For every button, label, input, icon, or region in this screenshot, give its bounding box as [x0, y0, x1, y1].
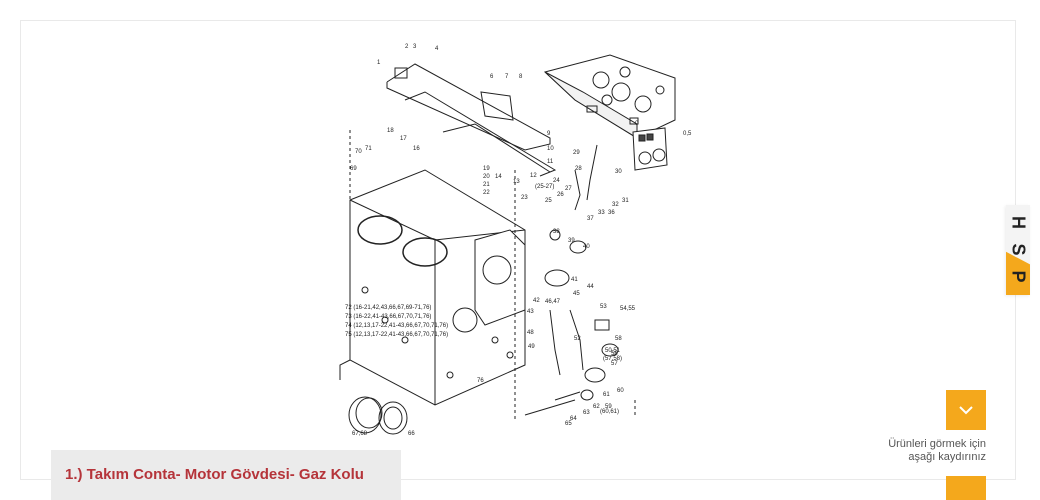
product-title[interactable]: 1.) Takım Conta- Motor Gövdesi- Gaz Kolu — [65, 466, 364, 483]
part-number: 54,55 — [620, 306, 636, 312]
part-number: 40 — [583, 244, 590, 250]
part-number: 32 — [612, 202, 619, 208]
bracket-label: (57,58) — [603, 356, 622, 362]
part-number: 18 — [387, 128, 394, 134]
part-number: 14 — [495, 174, 502, 180]
part-number: 44 — [587, 284, 594, 290]
hsp-side-tab[interactable]: H S P — [1006, 205, 1030, 295]
part-number: 71 — [365, 146, 372, 152]
side-tab-letters: H S P — [1006, 209, 1030, 290]
part-number: 64 — [570, 416, 577, 422]
part-number: 4 — [435, 46, 439, 52]
part-number: 29 — [573, 150, 580, 156]
part-number: 49 — [528, 344, 535, 350]
part-number: 46,47 — [545, 299, 561, 305]
part-number: 19 — [483, 166, 490, 172]
scroll-hint-line1: Ürünleri görmek için — [888, 438, 986, 450]
part-number: 53 — [600, 304, 607, 310]
part-number: 28 — [575, 166, 582, 172]
part-number: 42 — [533, 298, 540, 304]
part-number: 12 — [530, 173, 537, 179]
part-number: 38 — [553, 229, 560, 235]
part-number: 13 — [513, 179, 520, 185]
part-number: 41 — [571, 277, 578, 283]
part-number: 61 — [603, 392, 610, 398]
part-number: 62 — [593, 404, 600, 410]
seal-kit-box — [632, 127, 668, 171]
part-number: 39 — [568, 238, 575, 244]
part-number: 67,68 — [352, 431, 368, 437]
part-number: 57 — [611, 361, 618, 367]
part-number: 9 — [547, 131, 551, 137]
part-number: 63 — [583, 410, 590, 416]
exploded-parts-diagram: 1 2 3 4 6 7 8 9 10 11 12 13 14 16 17 18 … — [325, 20, 725, 440]
part-number: 70 — [355, 149, 362, 155]
side-tab-letter: P — [1008, 270, 1029, 283]
parts-list-line: 72 (16-21,42,43,66,67,69-71,76) — [345, 305, 431, 311]
part-number: 27 — [565, 186, 572, 192]
cylinder-liners — [348, 396, 408, 435]
part-number: 11 — [547, 159, 554, 165]
part-number: 26 — [557, 192, 564, 198]
part-number: 16 — [413, 146, 420, 152]
guide-lines — [349, 130, 636, 420]
part-number: 69 — [350, 166, 357, 172]
part-number: 48 — [527, 330, 534, 336]
product-title-bar[interactable]: 1.) Takım Conta- Motor Gövdesi- Gaz Kolu — [51, 450, 401, 500]
part-number: 56 — [611, 351, 618, 357]
part-number: 50,51 — [605, 348, 621, 354]
gaz-kolu-linkage — [524, 144, 619, 416]
part-number: 10 — [547, 146, 554, 152]
part-number: 7 — [505, 74, 509, 80]
part-number: 1 — [377, 60, 381, 66]
part-number: 8 — [519, 74, 523, 80]
part-number: 65 — [565, 421, 572, 427]
gasket-kit-box — [543, 54, 676, 139]
part-number: 24 — [553, 178, 560, 184]
part-number: 21 — [483, 182, 490, 188]
bracket-label: (25-27) — [535, 184, 554, 190]
engine-block — [339, 169, 526, 406]
part-number: 59 — [605, 404, 612, 410]
part-number: 43 — [527, 309, 534, 315]
part-number: 37 — [587, 216, 594, 222]
chevron-down-icon — [959, 406, 973, 415]
part-number: 31 — [622, 198, 629, 204]
part-number: 30 — [615, 169, 622, 175]
part-number: 3 — [413, 44, 417, 50]
part-number: 22 — [483, 190, 490, 196]
part-number: 23 — [521, 195, 528, 201]
parts-list-line: 73 (16-22,41-43,66,67,70,71,76) — [345, 314, 431, 320]
part-number: 6 — [490, 74, 494, 80]
part-number: 36 — [608, 210, 615, 216]
scroll-hint: Ürünleri görmek için aşağı kaydırınız — [856, 438, 986, 464]
part-number: 58 — [615, 336, 622, 342]
part-number: 66 — [408, 431, 415, 437]
part-number: 60 — [617, 388, 624, 394]
top-rails — [386, 63, 557, 177]
parts-list-line: 74 (12,13,17-22,41-43,66,67,70,71,76) — [345, 323, 448, 329]
part-number: 0 — [635, 121, 639, 127]
part-number: 2 — [405, 44, 409, 50]
part-number: 76 — [477, 378, 484, 384]
bracket-label: (60,61) — [600, 409, 619, 415]
part-number: 17 — [400, 136, 407, 142]
part-number: 0,5 — [683, 131, 692, 137]
side-tab-letter: H — [1008, 216, 1029, 229]
scroll-hint-line2: aşağı kaydırınız — [908, 451, 986, 463]
part-number: 25 — [545, 198, 552, 204]
part-number: 33 — [598, 210, 605, 216]
scroll-down-button[interactable] — [946, 390, 986, 430]
side-tab-letter: S — [1008, 243, 1029, 256]
part-number: 20 — [483, 174, 490, 180]
part-number: 52 — [574, 336, 581, 342]
part-number: 45 — [573, 291, 580, 297]
parts-list-line: 75 (12,13,17-22,41-43,66,67,70,71,76) — [345, 332, 448, 338]
secondary-scroll-button[interactable] — [946, 476, 986, 500]
